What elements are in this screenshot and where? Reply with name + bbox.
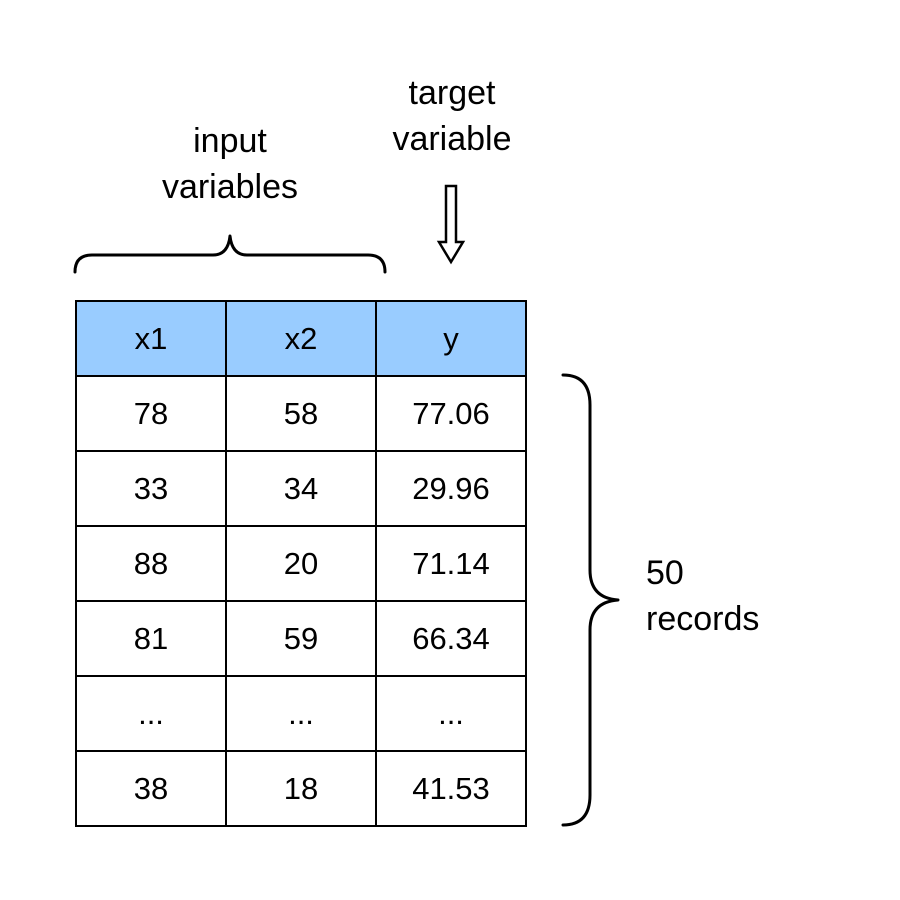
input-variables-line-2: variables <box>161 168 299 206</box>
target-variable-label: target variable <box>362 70 542 162</box>
records-count-line-1: 50 <box>646 554 684 592</box>
table-cell: 58 <box>225 375 377 452</box>
records-brace <box>561 373 620 827</box>
table-row: 38 18 41.53 <box>75 750 527 827</box>
down-arrow-icon <box>436 184 466 265</box>
table-row: 78 58 77.06 <box>75 375 527 452</box>
table-cell: 78 <box>75 375 227 452</box>
table-cell: ... <box>225 675 377 752</box>
table-cell: 33 <box>75 450 227 527</box>
table-row: 33 34 29.96 <box>75 450 527 527</box>
target-variable-line-1: target <box>408 74 496 112</box>
table-cell: 41.53 <box>375 750 527 827</box>
table-header-row: x1 x2 y <box>75 300 527 377</box>
table-cell: 77.06 <box>375 375 527 452</box>
target-variable-line-2: variable <box>392 120 512 158</box>
table-cell: 71.14 <box>375 525 527 602</box>
table-row: 81 59 66.34 <box>75 600 527 677</box>
table-cell: ... <box>375 675 527 752</box>
input-variables-brace <box>73 234 387 274</box>
table-cell: 59 <box>225 600 377 677</box>
table-cell: 34 <box>225 450 377 527</box>
table-cell: 88 <box>75 525 227 602</box>
records-count-label: 50 records <box>646 550 759 642</box>
header-y: y <box>375 300 527 377</box>
header-x1: x1 <box>75 300 227 377</box>
input-variables-label: input variables <box>130 118 330 210</box>
table-cell: 20 <box>225 525 377 602</box>
table-cell: 81 <box>75 600 227 677</box>
data-table: x1 x2 y 78 58 77.06 33 34 29.96 88 20 71… <box>75 300 527 827</box>
table-cell: 66.34 <box>375 600 527 677</box>
records-count-line-2: records <box>646 600 760 638</box>
table-row-ellipsis: ... ... ... <box>75 675 527 752</box>
table-cell: 38 <box>75 750 227 827</box>
table-row: 88 20 71.14 <box>75 525 527 602</box>
table-cell: ... <box>75 675 227 752</box>
input-variables-line-1: input <box>193 122 267 160</box>
table-cell: 18 <box>225 750 377 827</box>
table-cell: 29.96 <box>375 450 527 527</box>
header-x2: x2 <box>225 300 377 377</box>
